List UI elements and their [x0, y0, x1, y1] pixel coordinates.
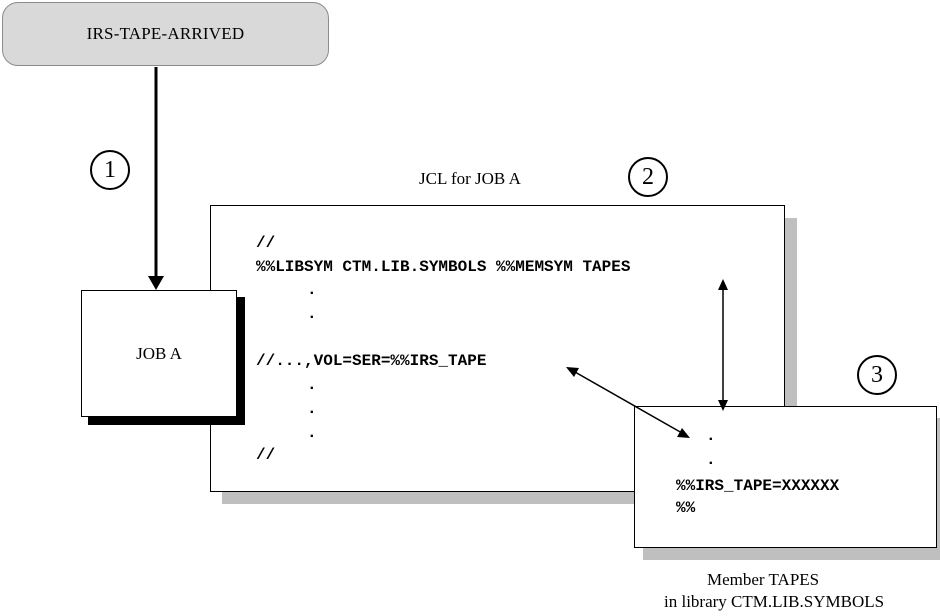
member-dot-1: .: [706, 427, 716, 445]
jcl-line-volser: //...,VOL=SER=%%IRS_TAPE: [256, 352, 487, 370]
jcl-dot-1: .: [307, 281, 317, 299]
jcl-dot-4: .: [307, 400, 317, 418]
step-2-circle: 2: [628, 157, 668, 197]
step-2-number: 2: [642, 163, 654, 190]
arrow-irstape-head-left: [566, 367, 579, 377]
event-label: IRS-TAPE-ARRIVED: [86, 24, 245, 43]
member-line-irs-tape: %%IRS_TAPE=XXXXXX: [676, 477, 840, 495]
jcl-line-libsym: %%LIBSYM CTM.LIB.SYMBOLS %%MEMSYM TAPES: [256, 258, 631, 276]
member-dot-2: .: [706, 451, 716, 469]
jcl-caption: JCL for JOB A: [419, 169, 521, 188]
arrow-memsym-head-down: [718, 400, 728, 411]
member-box: . . %%IRS_TAPE=XXXXXX %%: [634, 406, 937, 548]
arrow-irstape-to-member: [574, 371, 683, 434]
job-label: JOB A: [136, 343, 182, 363]
jcl-dot-5: .: [307, 424, 317, 442]
arrow-irstape-head-right: [677, 428, 690, 438]
step-3-circle: 3: [857, 355, 897, 395]
arrow-memsym-head-up: [718, 279, 728, 290]
jcl-line-1: //: [256, 234, 276, 252]
jcl-dot-3: .: [307, 376, 317, 394]
event-node-irs-tape-arrived: IRS-TAPE-ARRIVED: [2, 2, 329, 66]
arrow-event-to-job-head: [148, 276, 164, 290]
job-box: JOB A: [81, 290, 237, 417]
step-3-number: 3: [871, 361, 883, 388]
step-1-number: 1: [104, 156, 116, 183]
member-caption-line-1: Member TAPES: [707, 570, 820, 589]
jcl-dot-2: .: [307, 305, 317, 323]
member-line-end: %%: [676, 499, 696, 517]
step-1-circle: 1: [90, 150, 130, 190]
jcl-line-end: //: [256, 446, 276, 464]
member-caption-line-2: in library CTM.LIB.SYMBOLS: [664, 592, 885, 611]
